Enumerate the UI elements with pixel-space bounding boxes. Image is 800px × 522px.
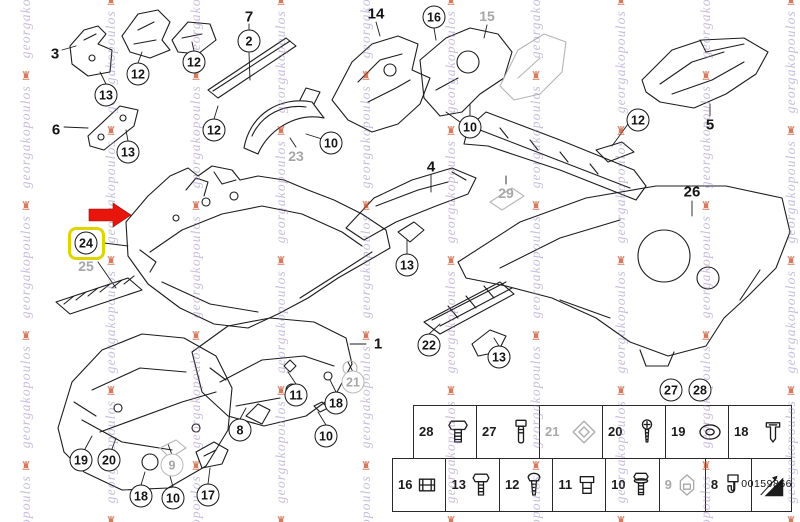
- pointer-arrow-icon: [87, 202, 133, 233]
- callout-22[interactable]: 22: [417, 333, 441, 357]
- hex-bolt-large-icon: [443, 413, 473, 451]
- part-29-tag: [489, 187, 525, 211]
- screw-icon: [632, 413, 662, 451]
- legend-number: 12: [504, 477, 520, 493]
- callout-16[interactable]: 16: [422, 5, 446, 29]
- legend-number: 11: [558, 477, 573, 493]
- legend-number: 9: [664, 477, 672, 493]
- part-25-strip: [55, 275, 143, 315]
- legend-number: 20: [608, 424, 623, 440]
- part-3-bracket: [69, 25, 113, 77]
- callout-10[interactable]: 10: [319, 131, 343, 155]
- legend-row-bottom: 16 13 12 11 10 9 8: [392, 457, 792, 512]
- callout-15[interactable]: 15: [479, 8, 495, 24]
- callout-12[interactable]: 12: [182, 50, 206, 74]
- callout-13[interactable]: 13: [487, 345, 511, 369]
- highlight-box: [68, 227, 105, 260]
- legend-number: 16: [398, 477, 413, 493]
- legend-cell-16[interactable]: 16: [392, 457, 447, 512]
- part-26-panel: [457, 185, 791, 367]
- legend-number: 18: [734, 424, 749, 440]
- callout-13[interactable]: 13: [94, 83, 118, 107]
- part-22-strip: [423, 281, 515, 335]
- callout-24[interactable]: 24: [74, 231, 98, 255]
- direction-arrow-icon: [757, 466, 787, 504]
- callout-3[interactable]: 3: [50, 45, 60, 63]
- fastener-legend-table: 28 27 21 20 19 18 16 13 12 11 10 9 8: [392, 405, 792, 512]
- callout-29[interactable]: 29: [498, 185, 514, 201]
- part-11-screw: [283, 359, 297, 373]
- callout-26[interactable]: 26: [683, 183, 701, 201]
- callout-18[interactable]: 18: [129, 484, 153, 508]
- legend-number: 13: [451, 477, 466, 493]
- washer-icon: [695, 413, 725, 451]
- legend-cell-10[interactable]: 10: [605, 457, 660, 512]
- callout-2[interactable]: 2: [237, 29, 261, 53]
- callout-7[interactable]: 7: [244, 8, 254, 26]
- callout-25[interactable]: 25: [78, 258, 94, 274]
- callout-20[interactable]: 20: [97, 448, 121, 472]
- callout-12[interactable]: 12: [126, 62, 150, 86]
- callout-10[interactable]: 10: [458, 115, 482, 139]
- part-12-bracket-a: [121, 9, 171, 59]
- part-12-plate: [595, 141, 635, 163]
- callout-13[interactable]: 13: [116, 140, 140, 164]
- callout-18[interactable]: 18: [324, 391, 348, 415]
- callout-8[interactable]: 8: [228, 418, 252, 442]
- hook-clip-icon: [718, 466, 748, 504]
- hex-bolt-icon: [466, 466, 496, 504]
- part-18-rivet: [323, 371, 333, 381]
- part-13-bracket: [471, 329, 507, 357]
- socket-pin-icon: [506, 413, 536, 451]
- legend-number: 8: [710, 477, 719, 493]
- callout-12[interactable]: 12: [626, 108, 650, 132]
- callout-10[interactable]: 10: [314, 424, 338, 448]
- callout-13[interactable]: 13: [395, 253, 419, 277]
- panel-clip-icon: [412, 466, 442, 504]
- callout-27[interactable]: 27: [659, 378, 683, 402]
- part-5-panel: [641, 37, 769, 109]
- part-4-tunnel: [345, 167, 477, 241]
- callout-14[interactable]: 14: [367, 5, 385, 23]
- part-17-clip: [195, 441, 229, 469]
- part-12-bracket-b: [171, 21, 217, 55]
- callout-1[interactable]: 1: [373, 335, 383, 353]
- part-2-bar: [207, 37, 297, 99]
- part-8-clip: [245, 403, 271, 425]
- callout-23[interactable]: 23: [288, 148, 304, 164]
- part-15-panel: [499, 33, 567, 101]
- part-19-undertray: [57, 333, 233, 491]
- callout-5[interactable]: 5: [705, 116, 715, 134]
- callout-21[interactable]: 21: [341, 370, 365, 394]
- legend-number: 27: [482, 424, 497, 440]
- callout-4[interactable]: 4: [426, 158, 436, 176]
- flange-bolt-icon: [626, 466, 656, 504]
- part-12-arch: [243, 87, 325, 155]
- callout-6[interactable]: 6: [51, 121, 61, 139]
- box-clip-icon: [572, 466, 602, 504]
- legend-number: 10: [611, 477, 626, 493]
- spring-clip-icon: [672, 466, 702, 504]
- legend-number: 28: [419, 424, 434, 440]
- part-4-sill: [463, 111, 647, 201]
- part-13-bracket-b: [397, 221, 425, 243]
- callout-17[interactable]: 17: [196, 483, 220, 507]
- callout-11[interactable]: 11: [284, 383, 308, 407]
- image-code: 00159866: [741, 478, 792, 490]
- part-24-floor-panel: [125, 165, 391, 329]
- legend-number: 19: [671, 424, 686, 440]
- callout-12[interactable]: 12: [202, 118, 226, 142]
- legend-cell-direction[interactable]: [751, 457, 792, 512]
- callout-19[interactable]: 19: [69, 448, 93, 472]
- callout-9[interactable]: 9: [160, 453, 184, 477]
- legend-number: 21: [545, 424, 560, 440]
- pan-screw-icon: [519, 466, 549, 504]
- leader-lines: [61, 21, 711, 488]
- diamond-clip-icon: [569, 413, 599, 451]
- push-rivet-icon: [758, 413, 788, 451]
- callout-28[interactable]: 28: [688, 378, 712, 402]
- callout-10[interactable]: 10: [161, 486, 185, 510]
- part-6-bracket: [87, 105, 139, 151]
